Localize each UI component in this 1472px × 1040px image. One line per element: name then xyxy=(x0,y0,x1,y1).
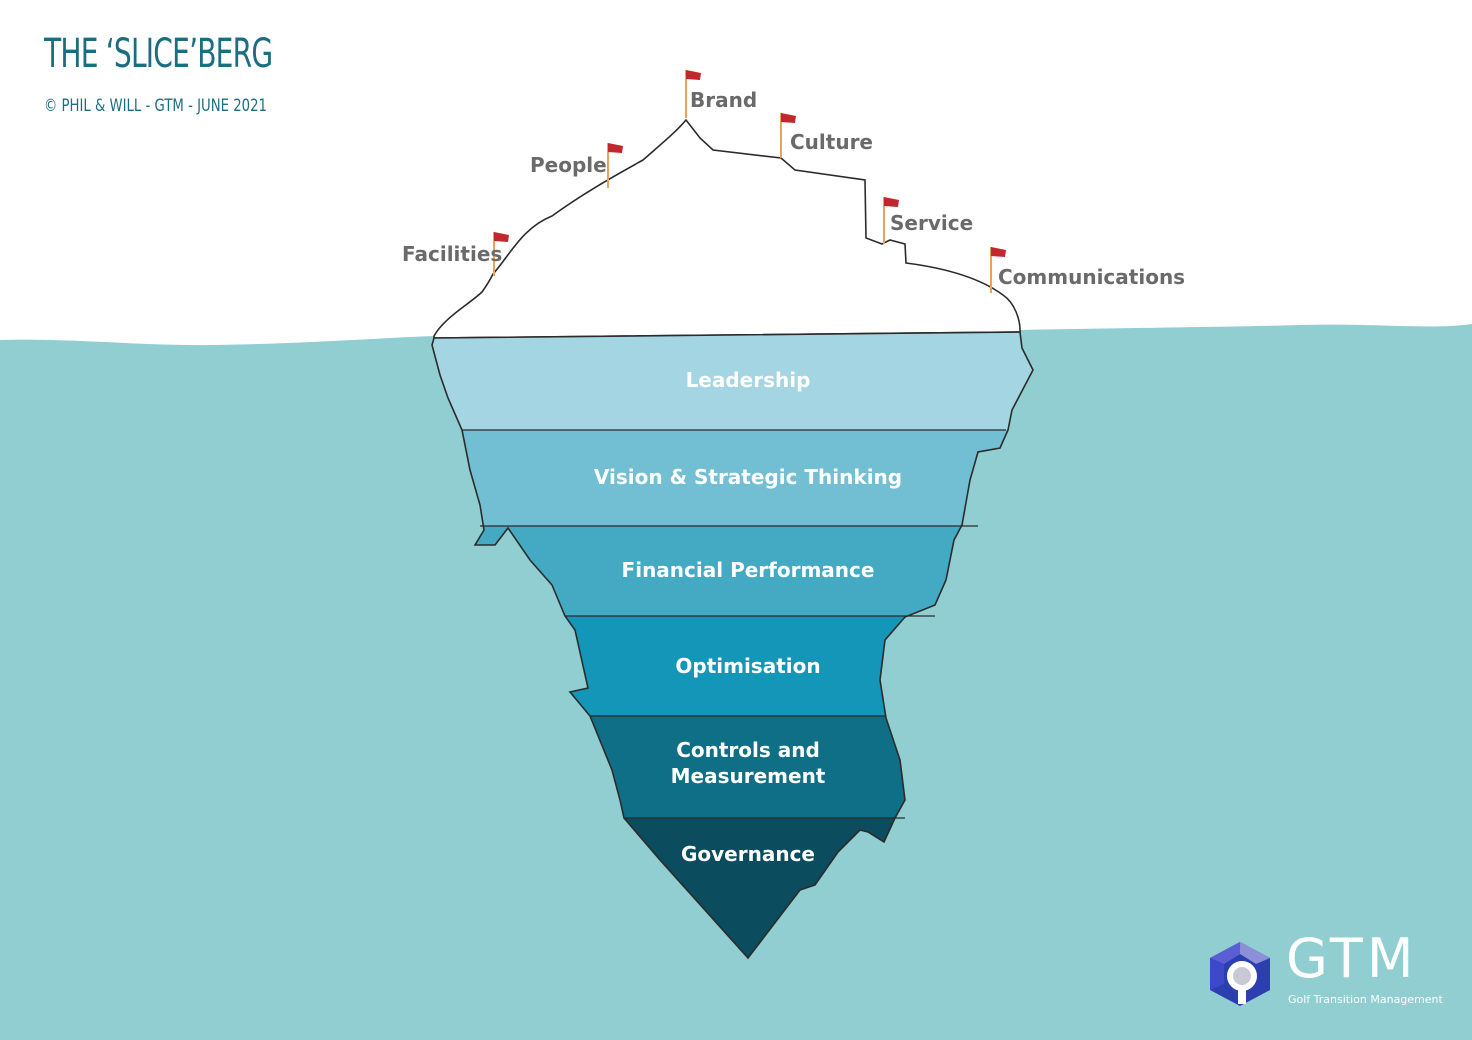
gtm-hexagon-logo-icon xyxy=(1210,942,1270,1006)
layer-dividers xyxy=(462,429,1006,819)
logo-wordmark: GTM xyxy=(1286,927,1418,990)
tip-label: People xyxy=(530,153,607,177)
gtm-logo: GTM Golf Transition Management xyxy=(1204,932,1444,1010)
layer-band xyxy=(432,332,1033,430)
page-subtitle: © PHIL & WILL - GTM - JUNE 2021 xyxy=(44,96,267,116)
red-flag-icon xyxy=(781,113,796,123)
layer-band xyxy=(432,430,1033,526)
layer-label: Optimisation xyxy=(675,654,820,678)
title-block: THE ‘SLICE’BERG © PHIL & WILL - GTM - JU… xyxy=(44,34,337,116)
layer-label: Governance xyxy=(681,842,815,866)
tip-flags: Facilities People BrandCultureServiceCommu… xyxy=(402,70,1185,293)
logo-tagline: Golf Transition Management xyxy=(1288,993,1443,1006)
iceberg-tip xyxy=(433,118,1021,339)
page-title: THE ‘SLICE’BERG xyxy=(44,31,273,77)
flag-marker: Service xyxy=(883,197,973,244)
flag-marker: Culture xyxy=(780,113,873,158)
tip-label: Brand xyxy=(690,88,757,112)
red-flag-icon xyxy=(494,232,509,242)
flag-marker: Brand xyxy=(685,70,757,118)
tip-label: Communications xyxy=(998,265,1185,289)
tip-label: Service xyxy=(890,211,973,235)
layer-label: Financial Performance xyxy=(622,558,875,582)
flag-marker: Communications xyxy=(990,247,1185,293)
flag-marker: People xyxy=(530,143,623,188)
tip-label: Facilities xyxy=(402,242,502,266)
layer-label: Measurement xyxy=(671,764,826,788)
flag-marker: Facilities xyxy=(402,232,509,276)
layer-label: Leadership xyxy=(686,368,811,392)
red-flag-icon xyxy=(608,143,623,153)
red-flag-icon xyxy=(686,70,701,80)
red-flag-icon xyxy=(991,247,1006,257)
red-flag-icon xyxy=(884,197,899,207)
layer-label: Controls and xyxy=(676,738,820,762)
tip-label: Culture xyxy=(790,130,873,154)
layer-label: Vision & Strategic Thinking xyxy=(594,465,902,489)
